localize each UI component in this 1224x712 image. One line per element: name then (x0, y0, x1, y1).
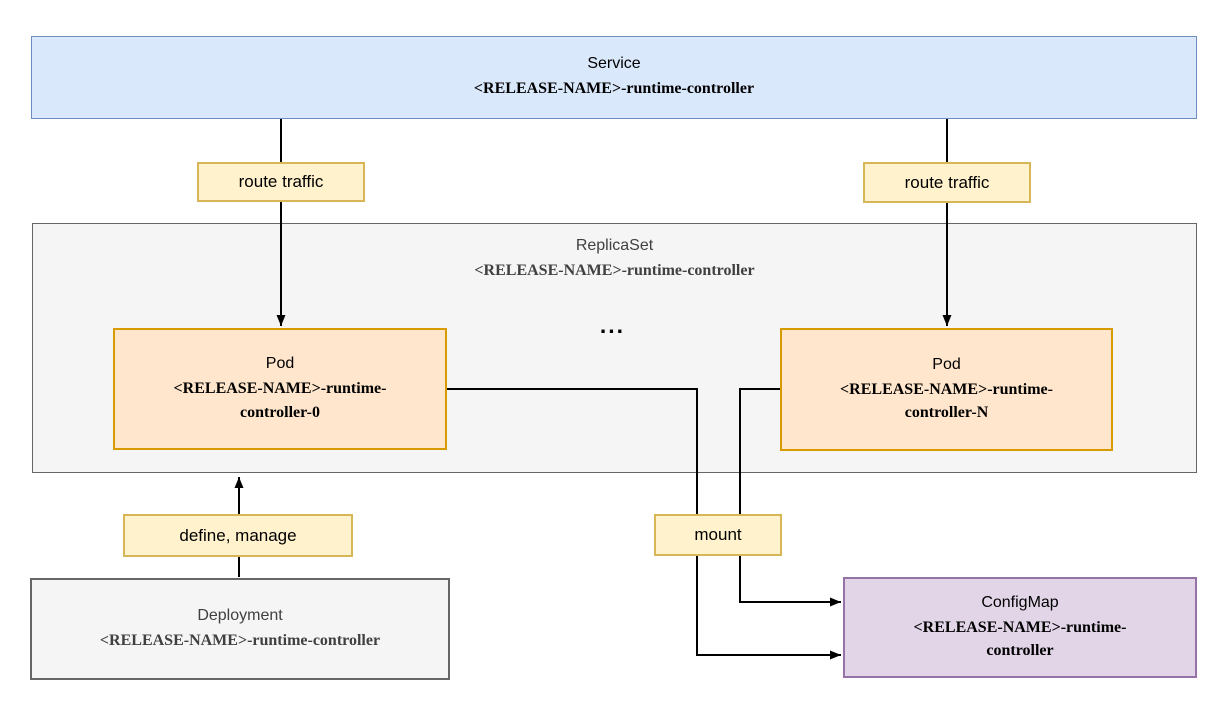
edge-label-mount: mount (654, 514, 782, 556)
node-pod-0: Pod <RELEASE-NAME>-runtime- controller-0 (113, 328, 447, 450)
edge-label-route-traffic-left: route traffic (197, 162, 365, 202)
node-deployment: Deployment <RELEASE-NAME>-runtime-contro… (30, 578, 450, 680)
pod-0-subtitle: <RELEASE-NAME>-runtime- controller-0 (173, 380, 387, 421)
pod-n-title: Pod (932, 355, 961, 373)
replicaset-subtitle: <RELEASE-NAME>-runtime-controller (474, 262, 755, 279)
pod-n-subtitle: <RELEASE-NAME>-runtime- controller-N (840, 380, 1053, 421)
more-pods-ellipsis: ... (599, 312, 626, 338)
replicaset-title: ReplicaSet (575, 237, 654, 254)
node-configmap: ConfigMap <RELEASE-NAME>-runtime- contro… (843, 577, 1197, 678)
configmap-title: ConfigMap (981, 593, 1059, 611)
configmap-subtitle: <RELEASE-NAME>-runtime- controller (913, 618, 1127, 659)
service-title: Service (587, 55, 641, 73)
service-subtitle: <RELEASE-NAME>-runtime-controller (473, 80, 755, 98)
deployment-subtitle: <RELEASE-NAME>-runtime-controller (99, 631, 381, 649)
node-pod-n: Pod <RELEASE-NAME>-runtime- controller-N (780, 328, 1113, 451)
deployment-title: Deployment (197, 606, 283, 624)
node-service: Service <RELEASE-NAME>-runtime-controlle… (31, 36, 1197, 119)
pod-0-title: Pod (265, 355, 295, 373)
edge-label-route-traffic-right: route traffic (863, 162, 1031, 203)
edge-label-define-manage: define, manage (123, 514, 353, 557)
